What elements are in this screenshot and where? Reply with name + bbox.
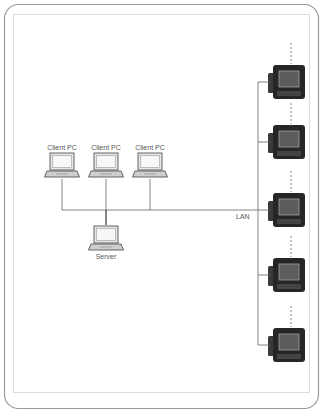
inner-frame xyxy=(14,15,310,393)
server-node: Server xyxy=(86,225,126,261)
laptop-icon xyxy=(88,152,124,179)
node-label: Client PC xyxy=(47,143,77,152)
terminal-icon xyxy=(268,43,305,99)
lan-connector xyxy=(106,179,150,225)
bus-stub xyxy=(258,210,270,211)
laptop-icon xyxy=(88,225,124,252)
lan-line xyxy=(150,210,258,211)
outer-frame xyxy=(5,5,319,409)
terminal-icon xyxy=(268,171,305,227)
laptop-icon xyxy=(132,152,168,179)
node-label: Client PC xyxy=(135,143,165,152)
node-label: Client PC xyxy=(91,143,121,152)
lan-bus xyxy=(258,82,259,345)
client-node: Client PC xyxy=(130,143,170,179)
lan-connector xyxy=(62,179,106,225)
bus-stub xyxy=(258,275,270,276)
terminal-icon xyxy=(268,306,305,362)
laptop-icon xyxy=(44,152,80,179)
client-node: Client PC xyxy=(42,143,82,179)
terminal-icon xyxy=(268,236,305,292)
node-label: Server xyxy=(96,252,117,261)
client-node: Client PC xyxy=(86,143,126,179)
terminal-icon xyxy=(268,103,305,159)
bus-stub xyxy=(258,345,270,346)
terminal-group xyxy=(258,43,305,362)
bus-stub xyxy=(258,142,270,143)
network-label: LAN xyxy=(236,212,250,221)
bus-stub xyxy=(258,82,270,83)
